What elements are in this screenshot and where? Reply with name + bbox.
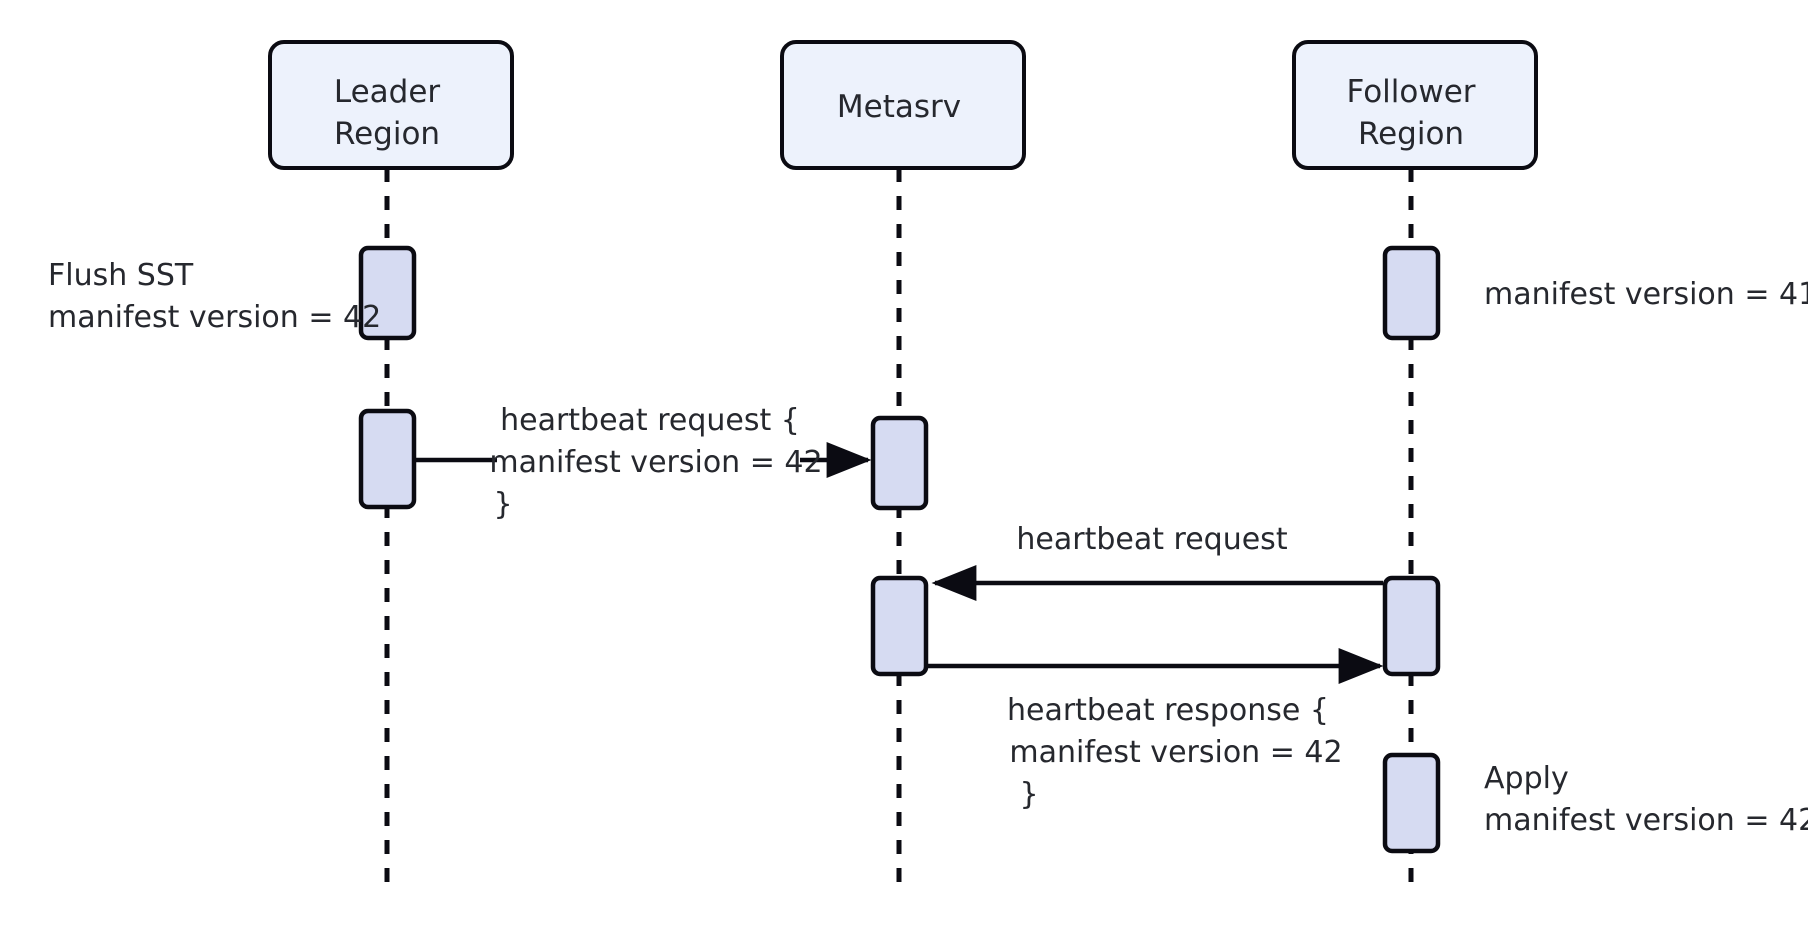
message-leader-to-metasrv[interactable]: heartbeat request { manifest version = 4… [416, 403, 872, 522]
participant-box-leader[interactable] [268, 40, 514, 170]
participant-box-metasrv[interactable] [780, 40, 1026, 170]
message-label-leader-line1: heartbeat request { [500, 403, 800, 438]
participant-metasrv[interactable]: Metasrv [780, 40, 1026, 170]
activation-leader-flush[interactable] [358, 245, 417, 341]
message-follower-to-metasrv[interactable]: heartbeat request [931, 522, 1383, 601]
participant-label-metasrv-line1: Metasrv [837, 89, 961, 125]
activation-follower-heartbeat[interactable] [1382, 575, 1441, 677]
message-label-response-line2: manifest version = 42 [1009, 735, 1342, 770]
participant-follower[interactable]: Follower Region [1292, 40, 1538, 170]
note-flush-sst-line2: manifest version = 42 [48, 300, 381, 335]
participant-label-leader-line1: Leader [334, 74, 441, 110]
message-label-leader-line2: manifest version = 42 [489, 445, 822, 480]
activation-follower-version[interactable] [1382, 245, 1441, 341]
participant-label-follower-line1: Follower [1346, 74, 1475, 110]
message-label-response-line3: } [1019, 777, 1038, 812]
participant-label-leader-line2: Region [334, 116, 440, 152]
note-apply-line1: Apply [1484, 761, 1569, 796]
participant-label-follower-line2: Region [1358, 116, 1464, 152]
note-follower-version-line1: manifest version = 41 [1484, 277, 1808, 312]
participant-box-follower[interactable] [1292, 40, 1538, 170]
activation-metasrv-recv-leader[interactable] [870, 415, 929, 511]
message-metasrv-to-follower[interactable]: heartbeat response { manifest version = … [928, 648, 1384, 812]
note-apply-line2: manifest version = 42 [1484, 803, 1808, 838]
note-follower-version: manifest version = 41 [1484, 277, 1808, 312]
message-label-response-line1: heartbeat response { [1007, 693, 1329, 728]
activation-follower-apply[interactable] [1382, 752, 1441, 854]
activation-leader-heartbeat[interactable] [358, 408, 417, 510]
activation-metasrv-follower-exchange[interactable] [870, 575, 929, 677]
note-flush-sst-line1: Flush SST [48, 258, 194, 293]
message-label-follower-request: heartbeat request [1016, 522, 1287, 557]
note-apply: Apply manifest version = 42 [1484, 761, 1808, 838]
participant-leader[interactable]: Leader Region [268, 40, 514, 170]
message-label-leader-line3: } [493, 487, 512, 522]
note-flush-sst: Flush SST manifest version = 42 [48, 258, 381, 335]
